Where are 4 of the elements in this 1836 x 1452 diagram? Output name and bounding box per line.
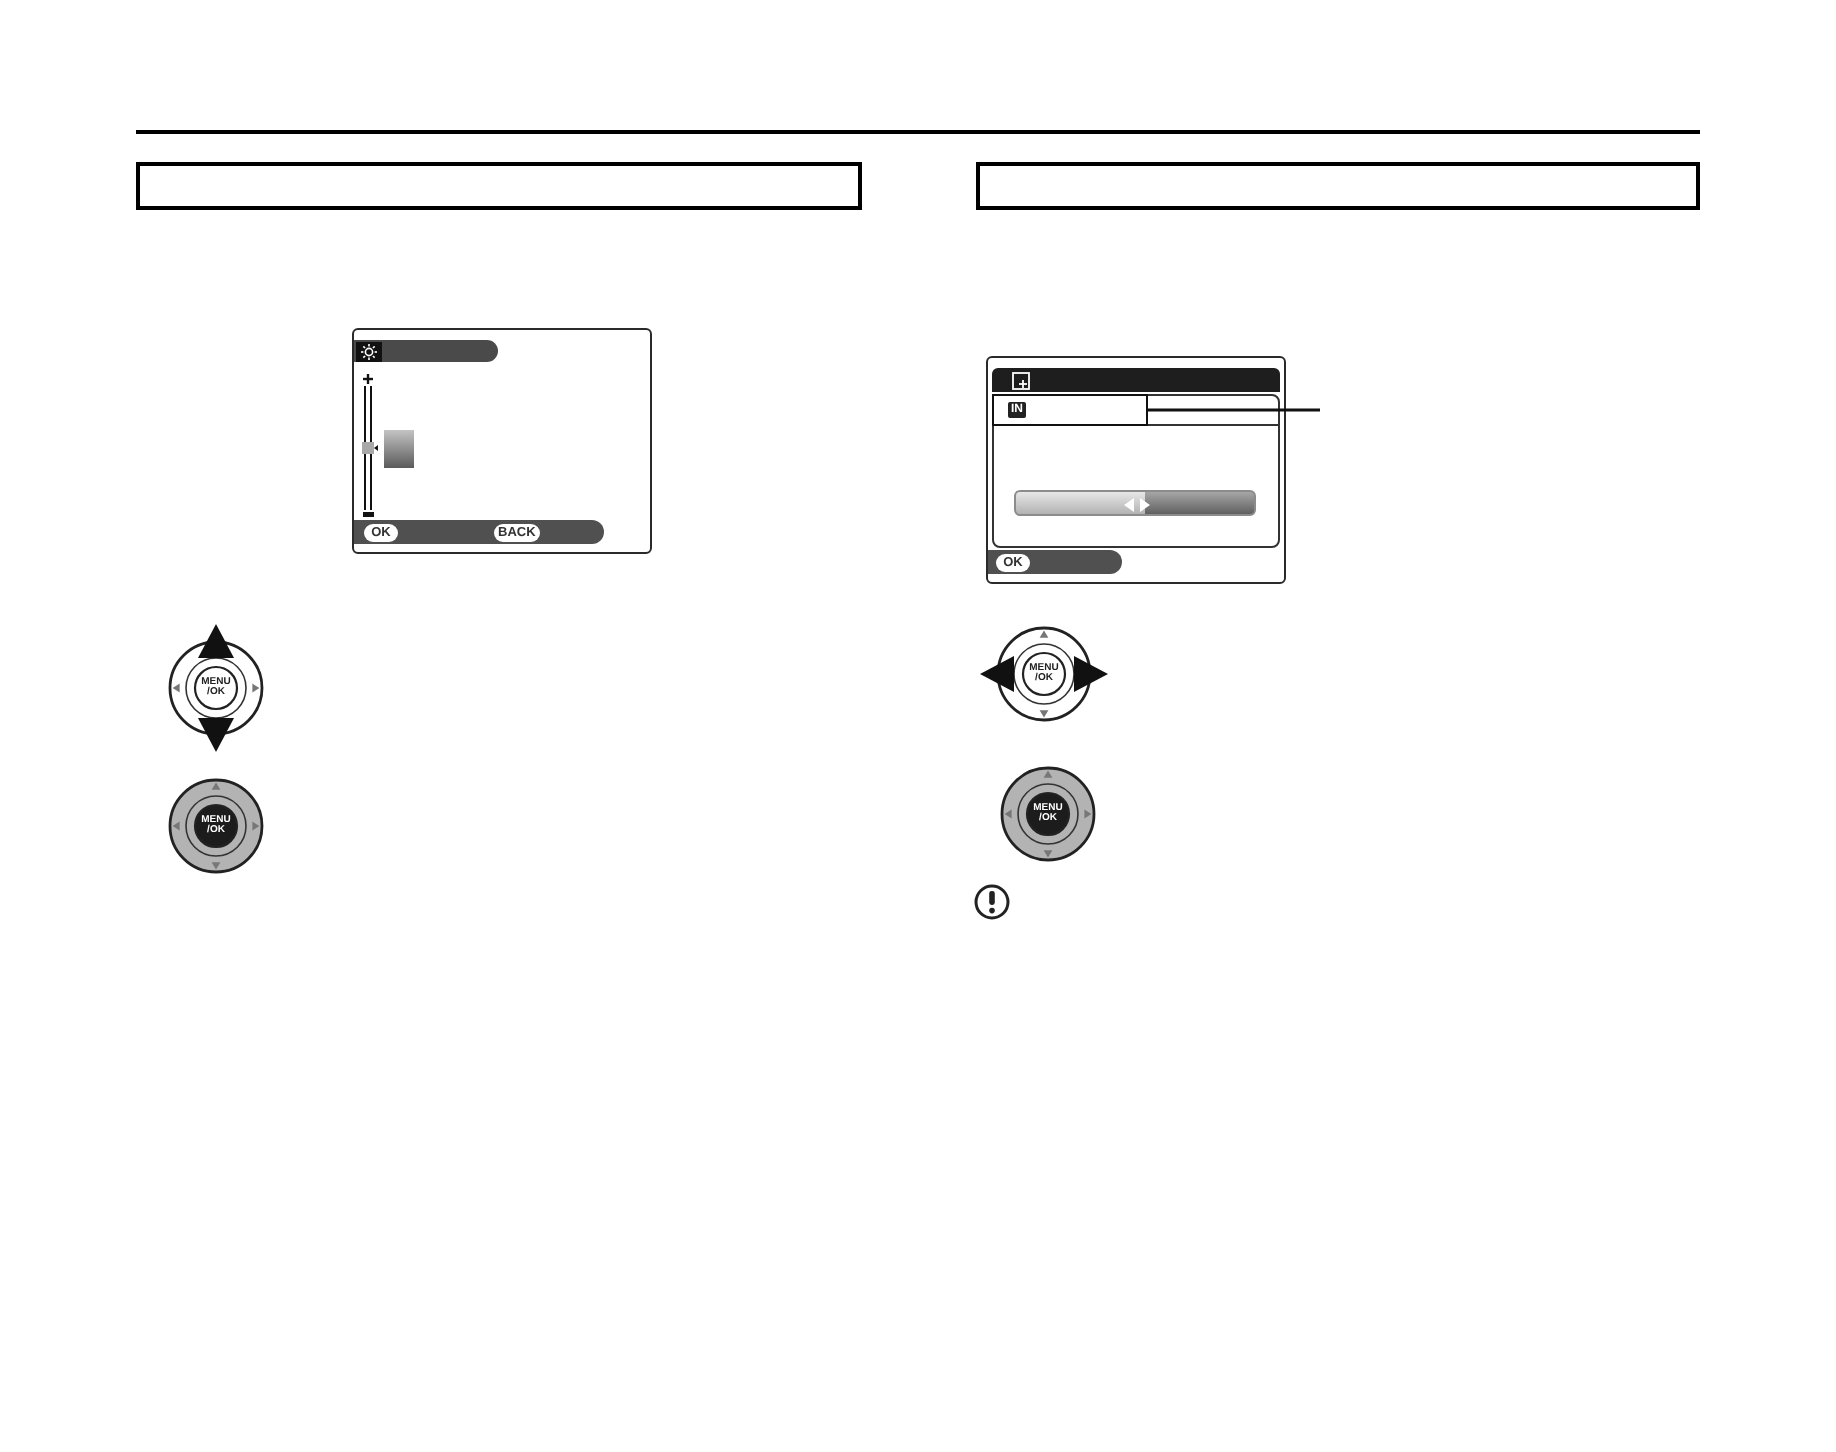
highlight-frame [992, 394, 1148, 426]
camera-screen [352, 328, 652, 554]
leader-line [1148, 408, 1320, 412]
camera-screen [986, 356, 1286, 584]
